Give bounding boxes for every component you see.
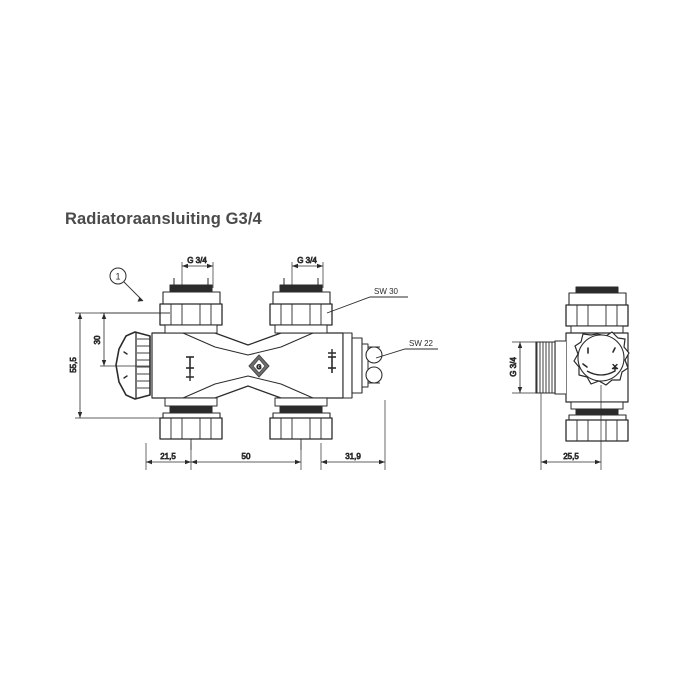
side-connector-bottom xyxy=(565,401,629,442)
dim-side-bottom: 25,5 xyxy=(540,385,602,470)
dim-label-bottom-right: 31,9 xyxy=(345,452,361,461)
side-view-dimensions: G 3/4 25,5 xyxy=(509,341,602,470)
flow-marker-right-icon xyxy=(328,349,336,373)
end-cap-right xyxy=(342,332,383,399)
side-connector-top xyxy=(565,286,629,334)
valve-body xyxy=(151,332,344,399)
dim-label-vertical-outer: 55,5 xyxy=(69,357,78,373)
dim-label-bottom-center: 50 xyxy=(242,452,251,461)
connector-bottom-right xyxy=(269,397,333,450)
front-view: G xyxy=(115,278,383,450)
dim-bottom-chain: 21,5 50 31,9 xyxy=(145,400,386,470)
leader-sw30: SW 30 xyxy=(326,287,408,314)
callout-balloon-1: 1 xyxy=(109,267,144,302)
dim-thread-top-left: G 3/4 xyxy=(181,256,214,288)
dim-label-vertical-inner: 30 xyxy=(93,335,102,344)
dim-label-side-bottom: 25,5 xyxy=(563,452,579,461)
dim-label-thread-top-left: G 3/4 xyxy=(187,256,207,265)
svg-text:G: G xyxy=(257,365,262,371)
front-view-dimensions: G 3/4 G 3/4 55,5 xyxy=(69,256,386,470)
connector-top-right xyxy=(269,278,333,334)
leader-label-sw22: SW 22 xyxy=(409,339,434,348)
thermostatic-head xyxy=(115,331,151,400)
dim-label-side-thread: G 3/4 xyxy=(509,357,518,377)
dim-side-thread: G 3/4 xyxy=(509,341,536,394)
leader-label-sw30: SW 30 xyxy=(374,287,399,296)
page-title: Radiatoraansluiting G3/4 xyxy=(65,210,262,228)
flow-marker-left-icon xyxy=(186,356,194,381)
dim-label-bottom-left: 21,5 xyxy=(160,452,176,461)
side-view xyxy=(535,286,630,442)
connector-top-left xyxy=(159,278,223,334)
side-threaded-stub xyxy=(535,341,556,394)
dim-vertical-inner: 30 xyxy=(93,312,170,367)
leader-sw22: SW 22 xyxy=(375,339,438,359)
dim-label-thread-top-right: G 3/4 xyxy=(297,256,317,265)
side-knob-face xyxy=(573,331,630,386)
brand-logo-icon: G xyxy=(248,354,270,378)
callout-balloon-1-label: 1 xyxy=(115,272,120,282)
connector-bottom-left xyxy=(159,397,223,450)
dim-thread-top-right: G 3/4 xyxy=(291,256,324,288)
